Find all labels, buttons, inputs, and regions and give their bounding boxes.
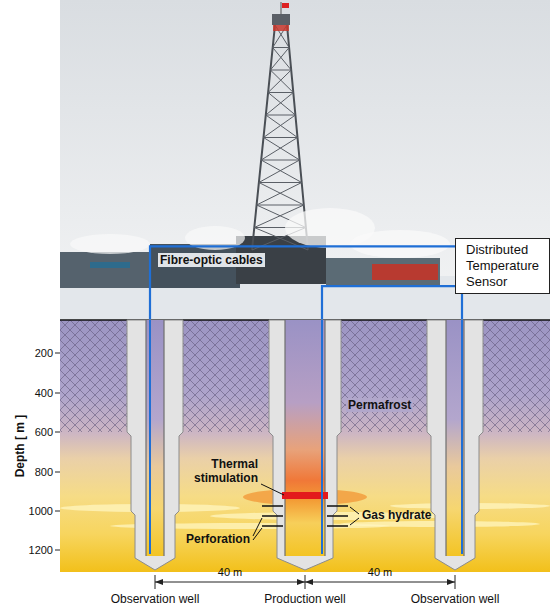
trailer (372, 264, 438, 280)
depth-tick: 1200 (29, 544, 53, 557)
annotation-label: Perforation (186, 532, 250, 546)
depth-tick: 400 (35, 387, 53, 400)
fibre-optic-cable (150, 246, 455, 320)
axis-ticks (55, 353, 60, 550)
fibre-optic-cable (461, 294, 463, 320)
well-outline (427, 320, 483, 572)
leader-line (253, 518, 262, 540)
flag-pole (281, 2, 282, 14)
steam-cloud (70, 234, 150, 254)
dimension-arrow (297, 579, 305, 585)
leader-line (261, 484, 284, 495)
fibre-optic-cable (322, 286, 455, 320)
sky (60, 0, 550, 320)
subsurface (60, 320, 550, 572)
borehole (269, 320, 341, 570)
depth-tick: 600 (35, 426, 53, 439)
rig-building (60, 252, 152, 288)
well-casing (146, 320, 164, 556)
dimension-arrow (447, 579, 455, 585)
depth-tick: 800 (35, 466, 53, 479)
building-stripe (90, 262, 130, 268)
fibre-optic-cable (149, 320, 151, 554)
dimension-arrow (305, 579, 313, 585)
annotation-label: Fibre-optic cables (158, 253, 265, 267)
axis-title: Depth [ m ] (13, 415, 27, 478)
well-bore: Production well (269, 320, 341, 572)
perforation-marks (262, 506, 348, 526)
dimension-label: 40 m (218, 566, 242, 579)
annotation-label: Thermal stimulation (174, 457, 258, 485)
borehole (127, 320, 183, 570)
depth-tick: 200 (35, 347, 53, 360)
well-column (146, 320, 164, 556)
well-label: Observation well (411, 592, 500, 606)
well-label: Observation well (111, 592, 200, 606)
sensor-label: Distributed Temperature Sensor (466, 242, 539, 290)
flag (282, 3, 289, 8)
crown-block (272, 14, 290, 25)
well-casing (285, 320, 325, 556)
well-bore: Observation well (127, 320, 183, 572)
fibre-optic-cable (461, 320, 463, 554)
dimension-line (155, 575, 455, 589)
annotation-label: Gas hydrate (362, 508, 431, 522)
well-casing (446, 320, 464, 556)
leader-line (350, 507, 359, 525)
steam-cloud (350, 230, 450, 258)
annotation-label: Permafrost (346, 398, 413, 412)
dimension-arrow (155, 579, 163, 585)
dimension-label: 40 m (368, 566, 392, 579)
rig-building (326, 258, 440, 286)
fibre-optic-cable (321, 320, 323, 554)
well-label: Production well (264, 592, 345, 606)
derrick-band (273, 25, 289, 31)
well-outline (127, 320, 183, 572)
well-bore: Observation well (427, 320, 483, 572)
derrick-rungs (254, 48, 306, 228)
well-column (285, 320, 325, 556)
well-column (446, 320, 464, 556)
sensor-box: Distributed Temperature Sensor (455, 238, 550, 294)
borehole (427, 320, 483, 570)
depth-tick: 1000 (29, 505, 53, 518)
well-outline (269, 320, 341, 572)
